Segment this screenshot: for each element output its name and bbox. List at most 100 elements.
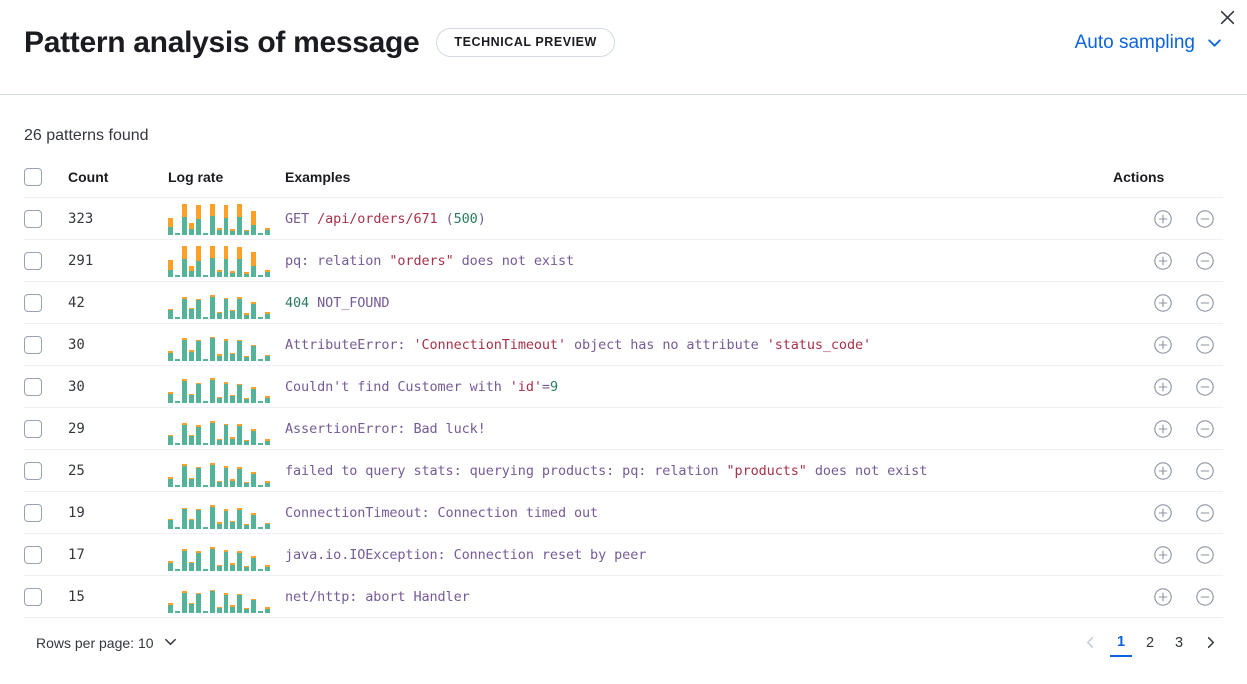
- sparkline-bar: [251, 301, 257, 319]
- row-checkbox[interactable]: [24, 293, 42, 312]
- sparkline-bar: [209, 462, 215, 487]
- row-count: 42: [68, 281, 168, 324]
- row-example: GET /api/orders/671 (500): [285, 197, 1113, 240]
- row-checkbox[interactable]: [24, 209, 42, 228]
- circle-plus-icon[interactable]: [1153, 503, 1173, 523]
- close-icon[interactable]: [1213, 3, 1241, 31]
- row-select-cell: [24, 281, 68, 324]
- circle-plus-icon[interactable]: [1153, 461, 1173, 481]
- page-number-1[interactable]: 1: [1110, 629, 1132, 657]
- sparkline-bar: [265, 396, 271, 403]
- example-token: does not exist: [806, 462, 928, 479]
- sparkline-bar: [223, 593, 229, 613]
- sparkline-bar: [265, 607, 271, 613]
- circle-minus-icon[interactable]: [1195, 545, 1215, 565]
- circle-minus-icon[interactable]: [1195, 335, 1215, 355]
- circle-plus-icon[interactable]: [1153, 335, 1173, 355]
- sparkline-bar: [188, 393, 194, 403]
- table-row[interactable]: 323 GET /api/orders/671 (500): [24, 197, 1223, 240]
- example-token: failed to query stats: querying products…: [285, 462, 727, 479]
- row-log-rate-cell: [168, 281, 285, 324]
- row-checkbox[interactable]: [24, 545, 42, 564]
- row-log-rate-cell: [168, 323, 285, 366]
- circle-minus-icon[interactable]: [1195, 293, 1215, 313]
- circle-plus-icon[interactable]: [1153, 293, 1173, 313]
- sparkline-bar: [251, 387, 257, 403]
- sparkline-bar: [244, 482, 250, 487]
- row-example: ConnectionTimeout: Connection timed out: [285, 491, 1113, 534]
- row-count: 323: [68, 197, 168, 240]
- sparkline-bar: [188, 434, 194, 445]
- sparkline-bar: [168, 392, 173, 403]
- circle-plus-icon[interactable]: [1153, 377, 1173, 397]
- page-title: Pattern analysis of message: [24, 25, 420, 59]
- sparkline-bar: [265, 354, 271, 361]
- row-checkbox[interactable]: [24, 503, 42, 522]
- circle-plus-icon[interactable]: [1153, 209, 1173, 229]
- sparkline-bar: [174, 401, 180, 403]
- column-header-examples[interactable]: Examples: [285, 168, 1113, 198]
- sparkline-bar: [168, 308, 173, 319]
- sparkline-bar: [181, 423, 187, 445]
- sparkline-bar: [216, 270, 222, 277]
- sparkline-bar: [195, 551, 201, 571]
- sparkline-bar: [258, 485, 264, 487]
- circle-plus-icon[interactable]: [1153, 587, 1173, 607]
- example-token: java.io.IOException: Connection reset by…: [285, 546, 647, 563]
- circle-plus-icon[interactable]: [1153, 545, 1173, 565]
- circle-minus-icon[interactable]: [1195, 461, 1215, 481]
- page-number-3[interactable]: 3: [1174, 634, 1184, 651]
- circle-minus-icon[interactable]: [1195, 587, 1215, 607]
- circle-plus-icon[interactable]: [1153, 419, 1173, 439]
- sparkline-bar: [202, 358, 208, 361]
- example-token: object has no attribute: [565, 336, 767, 353]
- column-header-log-rate[interactable]: Log rate: [168, 168, 285, 198]
- page-number-2[interactable]: 2: [1145, 634, 1155, 651]
- sparkline-bar: [188, 561, 194, 571]
- select-all-checkbox[interactable]: [24, 168, 42, 186]
- row-checkbox[interactable]: [24, 377, 42, 396]
- circle-minus-icon[interactable]: [1195, 209, 1215, 229]
- row-checkbox[interactable]: [24, 461, 42, 480]
- circle-minus-icon[interactable]: [1195, 377, 1215, 397]
- sparkline-bar: [181, 464, 187, 487]
- sparkline-bar: [168, 518, 173, 529]
- auto-sampling-dropdown[interactable]: Auto sampling: [1075, 32, 1223, 54]
- sparkline-bar: [251, 429, 257, 445]
- row-select-cell: [24, 197, 68, 240]
- row-select-cell: [24, 533, 68, 576]
- row-checkbox[interactable]: [24, 335, 42, 354]
- sparkline-bar: [265, 565, 271, 571]
- circle-plus-icon[interactable]: [1153, 251, 1173, 271]
- circle-minus-icon[interactable]: [1195, 419, 1215, 439]
- chevron-right-icon[interactable]: [1197, 630, 1223, 656]
- row-example: failed to query stats: querying products…: [285, 449, 1113, 492]
- example-token: Couldn't find Customer with: [285, 378, 510, 395]
- column-header-count[interactable]: Count: [68, 168, 168, 198]
- sparkline-bar: [168, 476, 173, 487]
- chevron-left-icon[interactable]: [1077, 630, 1103, 656]
- circle-minus-icon[interactable]: [1195, 503, 1215, 523]
- rows-per-page-dropdown[interactable]: Rows per page: 10: [24, 634, 180, 651]
- row-checkbox[interactable]: [24, 419, 42, 438]
- circle-minus-icon[interactable]: [1195, 251, 1215, 271]
- auto-sampling-label: Auto sampling: [1074, 31, 1195, 53]
- sparkline-bar: [265, 481, 271, 487]
- row-checkbox[interactable]: [24, 587, 42, 606]
- sparkline-bar: [258, 274, 264, 277]
- sparkline-bar: [202, 316, 208, 319]
- sparkline-bar: [251, 344, 257, 361]
- row-checkbox[interactable]: [24, 251, 42, 270]
- sparkline-bar: [209, 246, 215, 277]
